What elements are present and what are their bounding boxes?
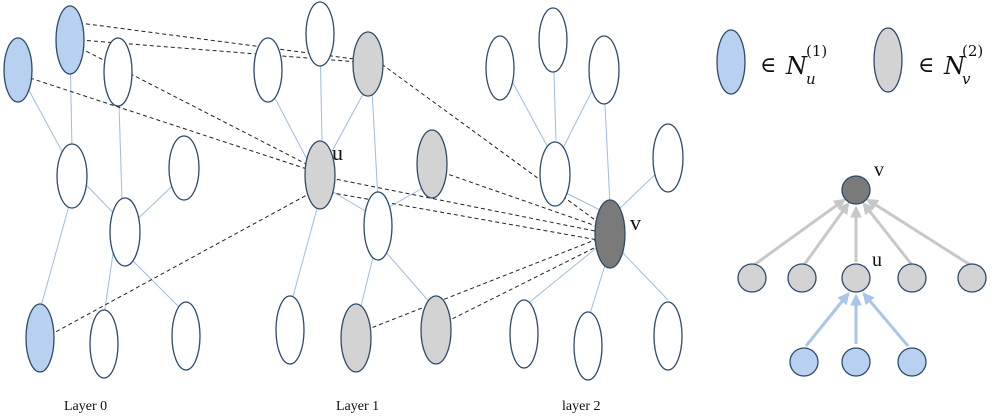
- node: [363, 191, 393, 261]
- layer-0-label: Layer 0: [64, 399, 107, 414]
- node: [539, 141, 571, 207]
- legend-n-sub-2: v: [962, 70, 971, 88]
- tree-v-label: v: [874, 159, 884, 181]
- tree-node-u: [841, 263, 871, 293]
- tree-node-grey: [787, 263, 817, 293]
- node: [275, 295, 305, 365]
- tree-node-grey: [957, 263, 987, 293]
- legend-element-of-1: ∈: [760, 53, 776, 78]
- node: [509, 299, 539, 369]
- node: [573, 311, 603, 381]
- node-v: [594, 199, 626, 269]
- legend-n-sup-2: (2): [962, 42, 983, 60]
- node-blue: [55, 5, 85, 75]
- tree-u-label: u: [872, 249, 882, 271]
- node: [103, 37, 133, 107]
- node: [89, 309, 119, 379]
- node: [305, 1, 335, 67]
- node: [56, 143, 88, 209]
- node-blue: [3, 37, 33, 103]
- tree-node-v: [841, 175, 871, 205]
- tree-node-grey: [897, 263, 927, 293]
- node: [653, 301, 683, 371]
- node: [168, 135, 200, 201]
- node: [253, 37, 283, 103]
- legend-blue-swatch: [716, 29, 746, 95]
- legend-n-base-2: N: [943, 52, 966, 80]
- legend-n-sup-1: (1): [806, 42, 827, 60]
- node-grey: [352, 31, 384, 97]
- node: [109, 197, 141, 267]
- tree-diagram: v u: [737, 159, 987, 377]
- layer-2-label: layer 2: [562, 399, 600, 414]
- layer-1-label: Layer 1: [336, 399, 379, 414]
- tree-node-blue: [789, 347, 819, 377]
- node: [485, 35, 515, 101]
- tree-node-blue: [841, 347, 871, 377]
- node: [652, 123, 684, 193]
- legend-n-sub-1: u: [806, 70, 816, 88]
- node-grey: [340, 303, 372, 373]
- legend: ∈ N (1) u ∈ N (2) v: [716, 27, 983, 95]
- intra-layer-edges: [17, 39, 669, 321]
- legend-grey-swatch: [873, 27, 903, 93]
- legend-element-of-2: ∈: [918, 53, 934, 78]
- legend-n-base-1: N: [785, 52, 808, 80]
- node-u: [304, 140, 336, 210]
- node-blue: [25, 303, 55, 373]
- layer-0-nodes: [3, 5, 201, 379]
- u-label: u: [332, 140, 343, 165]
- node-grey: [416, 129, 448, 199]
- node: [538, 7, 568, 73]
- node: [588, 35, 620, 105]
- v-label: v: [630, 210, 641, 235]
- node: [171, 301, 201, 371]
- tree-node-blue: [897, 347, 927, 377]
- tree-node-grey: [737, 263, 767, 293]
- layer-2-nodes: [485, 7, 684, 381]
- layer-1-nodes: [253, 1, 452, 373]
- node-grey: [420, 295, 452, 365]
